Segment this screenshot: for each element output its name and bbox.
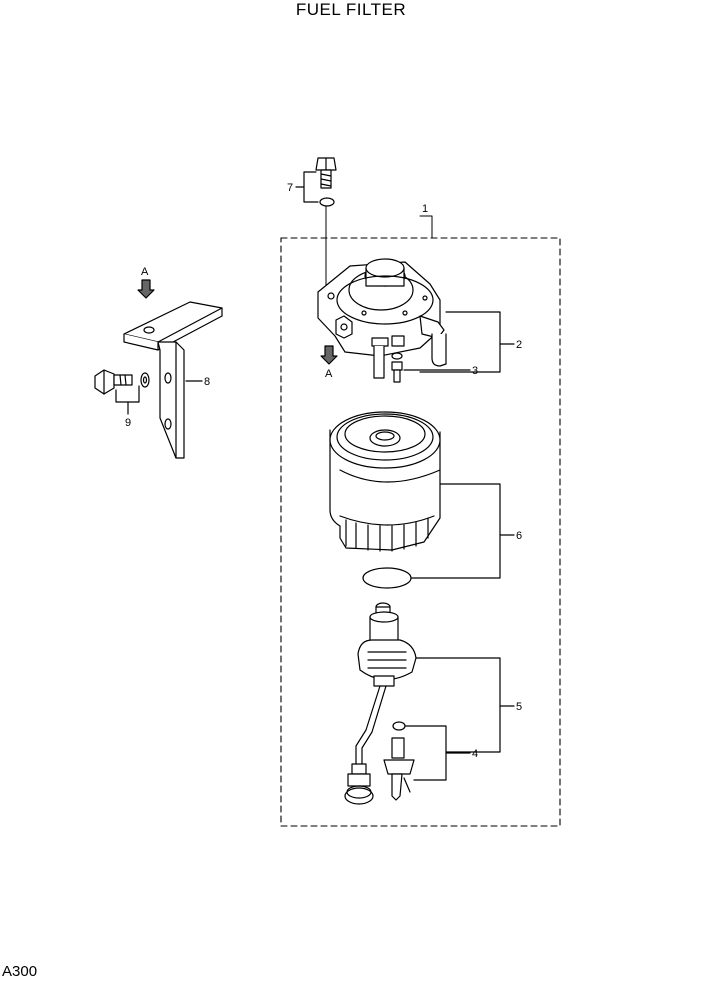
filter-cartridge-icon: [329, 411, 441, 552]
page-code: A300: [2, 963, 38, 980]
view-marker-top: A: [141, 266, 149, 278]
view-marker-bottom: A: [325, 368, 333, 380]
view-arrow-top-icon: [137, 279, 155, 299]
callout-6: 6: [516, 530, 522, 542]
callout-7: 7: [287, 182, 293, 194]
page-title: FUEL FILTER: [295, 0, 407, 19]
callout-1: 1: [422, 203, 428, 215]
bracket-icon: [123, 301, 223, 459]
water-sensor-icon: [344, 602, 417, 805]
o-ring-icon: [362, 567, 412, 589]
washer-icon: [319, 197, 335, 207]
callout-9: 9: [125, 417, 131, 429]
callout-8: 8: [204, 376, 210, 388]
callout-5: 5: [516, 701, 522, 713]
drain-plug-icon: [383, 721, 415, 801]
bleed-screw-icon: [391, 352, 403, 383]
bolt-icon: [315, 157, 337, 189]
assembly-boundary: [280, 237, 561, 827]
bracket-bolt-icon: [94, 369, 150, 395]
callout-2: 2: [516, 339, 522, 351]
filter-head-icon: [317, 258, 447, 379]
callout-3: 3: [472, 365, 478, 377]
view-arrow-bottom-icon: [320, 345, 338, 365]
callout-4: 4: [472, 748, 478, 760]
